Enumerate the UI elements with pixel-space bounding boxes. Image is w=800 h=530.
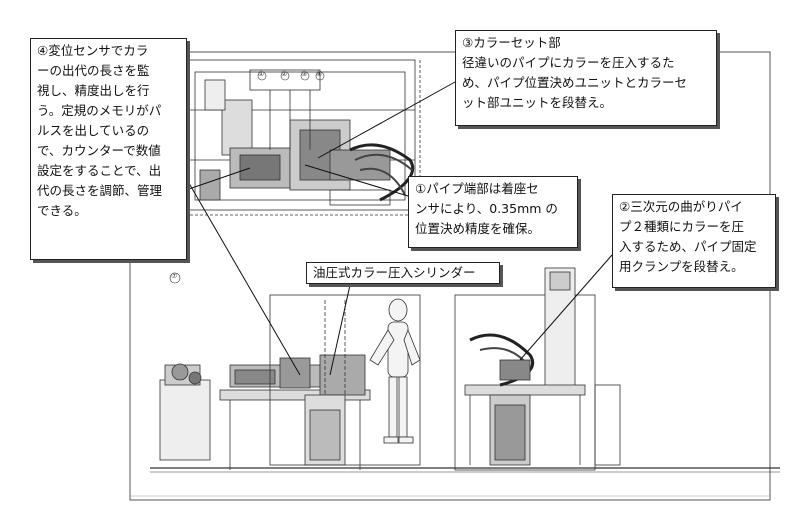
callout-line: ルスを出しているの xyxy=(37,123,150,138)
callout-line: できる。 xyxy=(37,203,87,218)
callout-line: 視し、精度出しを行 xyxy=(37,83,150,98)
callout-line: ③カラーセット部 xyxy=(462,35,561,50)
callout-line: プ２種類にカラーを圧 xyxy=(619,219,745,234)
hydraulic-cylinder-label: 油圧式カラー圧入シリンダー xyxy=(306,262,500,284)
callout-line: で、カウンターで数値 xyxy=(37,143,161,158)
callout-line: ーの出代の長さを監 xyxy=(37,63,150,78)
callout-line: 用クランプを段替え。 xyxy=(619,259,744,274)
callout-line: ンサにより、0.35mm の xyxy=(415,201,558,216)
leader-lines xyxy=(185,81,613,376)
callout-line: 位置決め精度を確保。 xyxy=(415,221,541,236)
balloon-7 xyxy=(169,272,181,284)
callout-line: ット部ユニットを段替え。 xyxy=(462,95,613,110)
front-view-left xyxy=(150,294,780,473)
callout-line: う。定規のメモリがパ xyxy=(37,103,162,118)
callout-line: ②三次元の曲がりパイ xyxy=(619,199,743,214)
plan-view xyxy=(184,59,421,216)
callout-line: め、パイプ位置決めユニットとカラーセ xyxy=(462,75,688,90)
plan-balloons xyxy=(257,71,325,81)
callout-line: 径違いのパイプにカラーを圧入するた xyxy=(462,55,675,70)
callout-displacement-sensor: ④変位センサでカラ ーの出代の長さを監 視し、精度出しを行 う。定規のメモリがパ… xyxy=(30,38,187,260)
callout-collar-set: ③カラーセット部 径違いのパイプにカラーを圧入するた め、パイプ位置決めユニット… xyxy=(455,30,717,126)
callout-line: 代の長さを調節、管理 xyxy=(37,183,163,198)
callout-line: ①パイプ端部は着座セ xyxy=(415,181,539,196)
side-view-right xyxy=(454,267,621,471)
callout-line: 入するため、パイプ固定 xyxy=(619,239,757,254)
callout-3d-pipe-clamp: ②三次元の曲がりパイ プ２種類にカラーを圧 入するため、パイプ固定 用クランプを… xyxy=(612,194,776,288)
callout-line: 設定をすることで、出 xyxy=(37,163,162,178)
operator-figure xyxy=(369,298,421,444)
callout-line: ④変位センサでカラ xyxy=(37,43,149,58)
callout-pipe-end: ①パイプ端部は着座セ ンサにより、0.35mm の 位置決め精度を確保。 xyxy=(408,176,578,248)
